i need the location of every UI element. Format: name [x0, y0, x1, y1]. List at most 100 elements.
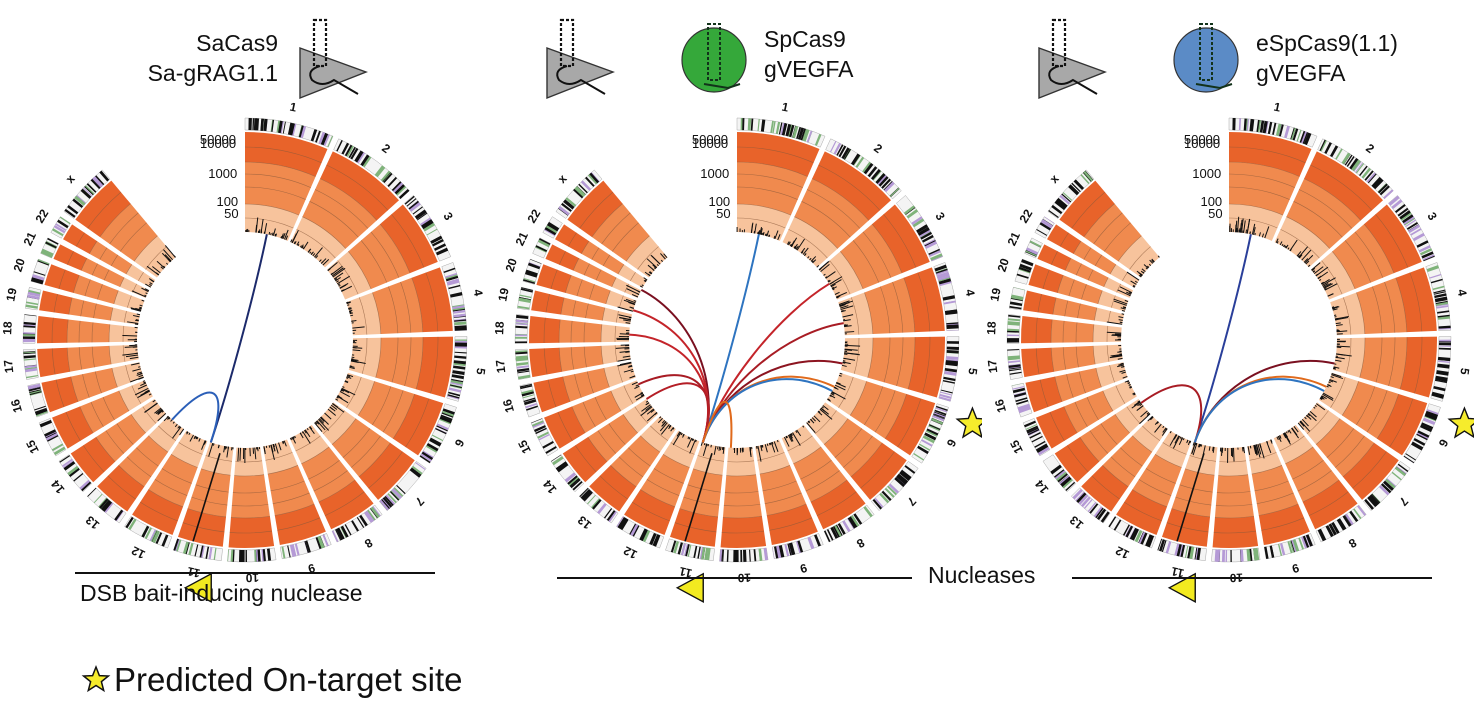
cytoband: [706, 548, 711, 561]
grid-ring: [1086, 396, 1099, 421]
cytoband: [241, 549, 245, 562]
track-band-middle: [70, 367, 118, 402]
junction-tick: [719, 446, 722, 451]
junction-tick: [783, 436, 790, 447]
cytoband: [684, 543, 689, 556]
cytoband: [23, 324, 36, 327]
cytoband: [449, 387, 462, 393]
cytoband: [878, 176, 889, 187]
track-band-outer: [274, 503, 326, 546]
junction-tick: [634, 392, 644, 398]
junction-tick: [631, 294, 639, 298]
grid-ring: [78, 347, 82, 370]
grid-ring: [346, 376, 362, 408]
cytoband: [37, 259, 50, 265]
junction-tick: [1323, 282, 1332, 289]
junction-tick: [349, 366, 355, 370]
grid-ring: [1315, 418, 1341, 445]
grid-ring: [736, 173, 803, 188]
junction-tick: [263, 446, 266, 455]
cytoband: [693, 545, 698, 558]
cytoband: [790, 542, 795, 555]
cytoband: [924, 241, 937, 249]
junction-tick: [157, 409, 163, 415]
cytoband: [1010, 296, 1024, 301]
cytoband: [1083, 170, 1093, 182]
cytoband: [1008, 360, 1021, 364]
grid-ring: [388, 286, 399, 334]
cytoband: [523, 278, 536, 283]
cytoband: [933, 412, 946, 418]
cytoband: [1026, 425, 1038, 433]
cytoband: [453, 310, 466, 314]
grid-ring: [897, 398, 922, 448]
junction-tick: [172, 421, 175, 424]
chromosome-label: 13: [1067, 513, 1086, 533]
junction-tick: [291, 230, 299, 244]
grid-ring: [653, 468, 684, 484]
cytoband: [921, 439, 933, 447]
cytoband: [435, 427, 447, 435]
cytoband: [1007, 349, 1020, 351]
cytoband: [75, 194, 87, 204]
scale-label: 100: [216, 194, 238, 209]
junction-tick: [1329, 378, 1337, 383]
junction-tick: [1147, 415, 1153, 422]
junction-tick: [208, 442, 214, 457]
scale-label: 50000: [692, 132, 728, 147]
cytoband: [938, 396, 951, 402]
grid-ring: [617, 264, 625, 275]
junction-tick: [290, 239, 293, 243]
junction-tick: [1277, 435, 1281, 440]
junction-tick: [194, 435, 196, 439]
junction-tick: [1321, 395, 1324, 398]
track-band-inner: [618, 264, 648, 288]
cytoband: [261, 549, 264, 562]
cytoband: [944, 370, 957, 376]
junction-tick: [160, 266, 164, 270]
cytoband: [618, 517, 628, 530]
translocation-arc: [701, 378, 833, 443]
cytoband: [1050, 464, 1062, 474]
grid-ring: [843, 435, 873, 468]
chromosome-label: 14: [1032, 477, 1051, 496]
junction-tick: [1311, 262, 1321, 271]
chromosome-label: 7: [904, 494, 919, 509]
cytoband: [1331, 522, 1339, 534]
grid-ring: [391, 214, 425, 268]
junction-tick: [663, 253, 668, 259]
cytoband: [1345, 513, 1354, 526]
grid-ring: [600, 345, 604, 365]
cytoband: [1359, 165, 1368, 177]
grid-ring: [313, 470, 348, 492]
grid-ring: [87, 191, 122, 229]
cytoband: [1051, 204, 1063, 215]
grid-ring: [1120, 447, 1143, 467]
junction-tick: [1122, 375, 1128, 379]
cytoband: [47, 237, 59, 245]
cytoband: [1187, 546, 1192, 559]
cytoband: [260, 118, 265, 131]
cytoband: [917, 445, 929, 453]
junction-tick: [316, 420, 326, 431]
cytoband: [938, 279, 952, 286]
grid-ring: [1081, 284, 1087, 300]
grid-ring: [723, 504, 761, 507]
cytoband: [454, 319, 467, 322]
junction-tick: [1306, 414, 1312, 420]
cytoband: [94, 175, 105, 186]
grid-ring: [161, 468, 192, 484]
cytoband: [415, 210, 427, 220]
triangle-shape: [299, 47, 368, 100]
cytoband: [778, 122, 783, 135]
junction-tick: [617, 306, 634, 312]
grid-ring: [1372, 286, 1383, 334]
grid-ring: [1092, 324, 1095, 343]
cytoband: [213, 547, 217, 560]
cytoband: [904, 465, 916, 474]
junction-tick: [688, 437, 691, 440]
grid-ring: [171, 453, 198, 468]
grid-ring: [127, 295, 132, 308]
junction-tick: [1132, 285, 1135, 288]
